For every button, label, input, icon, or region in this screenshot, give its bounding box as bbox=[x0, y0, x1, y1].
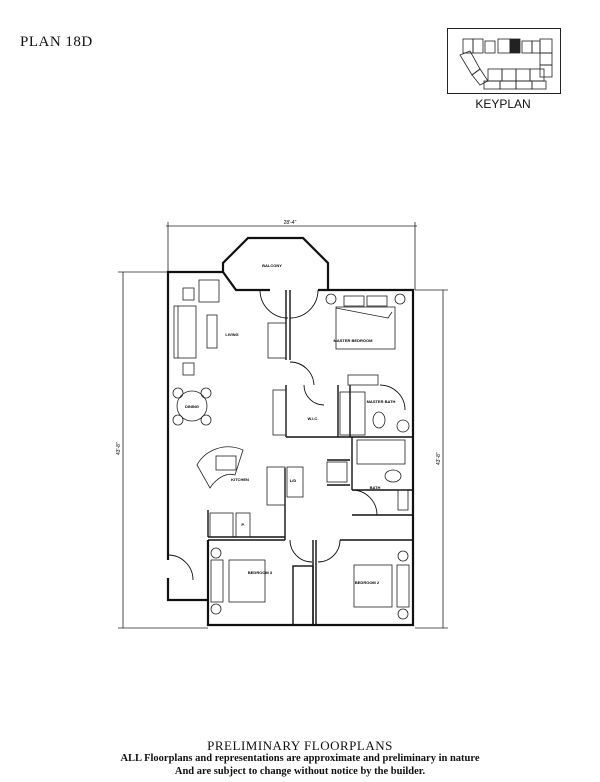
footer-disclaimer-line-1: ALL Floorplans and representations are a… bbox=[120, 753, 480, 764]
room-label-kitchen: KITCHEN bbox=[231, 477, 249, 482]
plan-title: PLAN 18D bbox=[20, 34, 93, 50]
room-label-living: LIVING bbox=[225, 332, 238, 337]
keyplan-building-icon bbox=[459, 38, 553, 90]
room-label-wic: W.I.C. bbox=[308, 416, 319, 421]
room-label-bedroom-2: BEDROOM 2 bbox=[355, 580, 380, 585]
width-dimension: 28'-4" bbox=[284, 220, 297, 226]
room-label-bedroom-3: BEDROOM 3 bbox=[248, 570, 273, 575]
room-label-dining: DINING bbox=[185, 404, 199, 409]
interior-walls bbox=[207, 290, 413, 626]
room-label-master-bedroom: MASTER BEDROOM bbox=[334, 338, 374, 343]
room-label-pantry: P. bbox=[241, 522, 244, 527]
depth-dimension-right: 43'-8" bbox=[436, 452, 442, 465]
room-label-balcony: BALCONY bbox=[262, 263, 282, 268]
room-label-master-bath: MASTER BATH bbox=[367, 399, 396, 404]
room-label-laundry: L/D bbox=[290, 478, 297, 483]
keyplan-map bbox=[447, 28, 561, 94]
dimension-lines bbox=[118, 222, 448, 629]
footer-title: PRELIMINARY FLOORPLANS bbox=[207, 738, 393, 753]
keyplan-label: KEYPLAN bbox=[475, 97, 531, 111]
exterior-walls bbox=[166, 236, 415, 627]
footer-disclaimer-line-2: And are subject to change without notice… bbox=[174, 766, 426, 777]
furniture bbox=[172, 279, 410, 620]
room-label-bath: BATH bbox=[370, 485, 381, 490]
door-swings bbox=[167, 289, 406, 581]
depth-dimension-left: 43'-8" bbox=[116, 442, 122, 455]
